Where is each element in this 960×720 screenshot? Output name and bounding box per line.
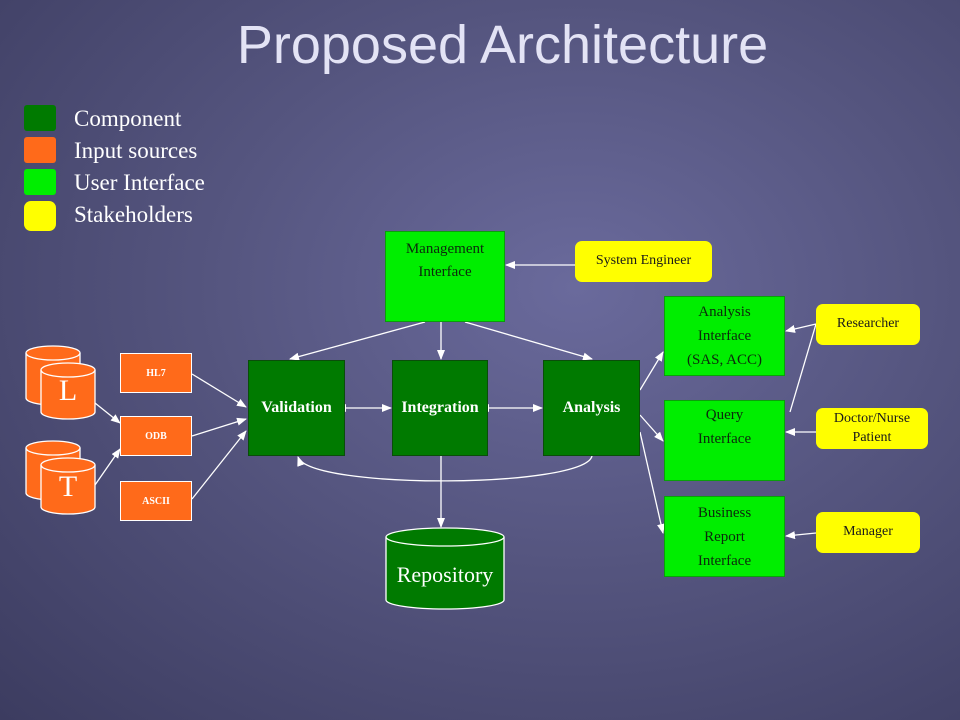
arrow-l-to-odb: [94, 402, 121, 424]
arrow-t-to-odb: [94, 448, 121, 486]
arrow-analysis-to-query-interface: [639, 414, 664, 442]
source-hl7: HL7: [120, 353, 192, 393]
legend-swatch-ui: [24, 169, 56, 195]
business-report-interface: Business Report Interface: [664, 496, 785, 577]
arrow-manager-to-business-interface: [785, 531, 817, 540]
arrow-ascii-to-validation: [191, 430, 247, 500]
component-validation: Validation: [248, 360, 345, 456]
arrow-hl7-to-validation: [191, 373, 247, 408]
arrow-researcher-to-analysis-interface: [785, 323, 817, 333]
component-integration: Integration: [392, 360, 488, 456]
database-l-cylinder: [25, 345, 96, 420]
arrow-analysis-feedback-to-validation: [297, 455, 593, 482]
source-odb: ODB: [120, 416, 192, 456]
legend-swatch-input: [24, 137, 56, 163]
component-analysis: Analysis: [543, 360, 640, 456]
arrow-odb-to-validation: [191, 417, 247, 437]
stakeholder-system-engineer: System Engineer: [575, 241, 712, 282]
arrow-analysis-to-analysis-interface: [639, 351, 664, 391]
database-t-cylinder: [25, 440, 96, 515]
arrow-management-to-validation: [289, 321, 426, 361]
stakeholder-researcher: Researcher: [816, 304, 920, 345]
stakeholder-manager: Manager: [816, 512, 920, 553]
legend-label-ui: User Interface: [74, 170, 205, 195]
database-l-label: L: [58, 374, 78, 407]
legend-label-component: Component: [74, 106, 182, 131]
legend-swatch-stakeholder: [24, 201, 56, 231]
repository-cylinder: [385, 527, 505, 610]
arrow-analysis-to-business-interface: [639, 431, 665, 534]
source-ascii: ASCII: [120, 481, 192, 521]
line-researcher-to-query-interface: [789, 323, 817, 413]
query-interface: Query Interface: [664, 400, 785, 481]
analysis-interface: Analysis Interface (SAS, ACC): [664, 296, 785, 376]
legend-label-stakeholder: Stakeholders: [74, 202, 193, 227]
repository-label: Repository: [396, 562, 494, 587]
database-t-label: T: [58, 470, 78, 503]
stakeholder-doctor-nurse-patient: Doctor/Nurse Patient: [816, 408, 928, 449]
arrow-management-to-analysis: [464, 321, 593, 361]
page-title: Proposed Architecture: [236, 15, 769, 75]
management-interface: Management Interface: [385, 231, 505, 322]
legend-label-input: Input sources: [74, 138, 198, 163]
legend-swatch-component: [24, 105, 56, 131]
